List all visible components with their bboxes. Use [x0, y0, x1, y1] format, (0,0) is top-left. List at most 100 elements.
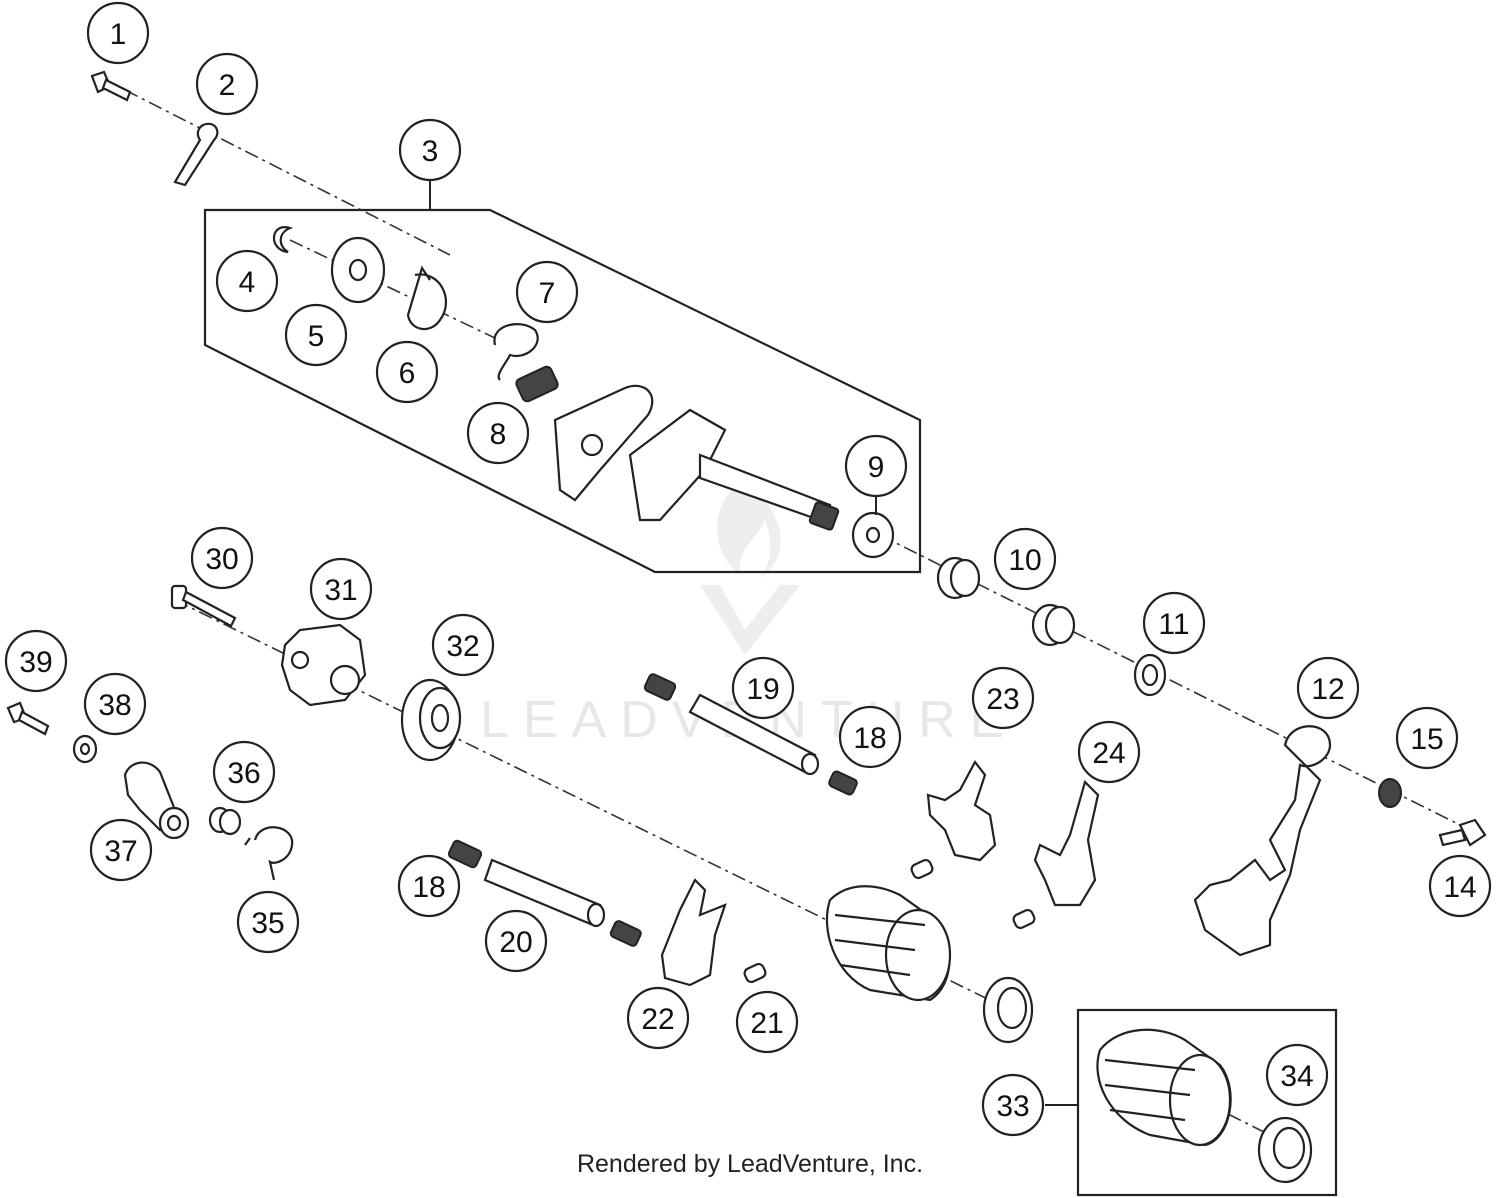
callout-9: 9: [844, 434, 908, 498]
callouts: 1 2 3 4 5 6 7 8 9 10 11 12 15 14 30 31 3…: [4, 1, 1492, 1137]
svg-text:20: 20: [499, 926, 532, 959]
callout-23: 23: [971, 666, 1035, 730]
svg-text:4: 4: [239, 266, 256, 299]
callout-11: 11: [1142, 591, 1206, 655]
svg-text:11: 11: [1158, 608, 1189, 641]
svg-text:18: 18: [853, 722, 886, 755]
callout-32: 32: [431, 613, 495, 677]
part-10-bushing-a: [936, 556, 981, 600]
part-24-fork: [1033, 779, 1100, 907]
svg-text:7: 7: [539, 277, 556, 310]
part-14-bolt: [1438, 818, 1487, 847]
svg-text:19: 19: [746, 673, 779, 706]
credit-text: Rendered by LeadVenture, Inc.: [576, 1150, 924, 1178]
callout-34: 34: [1265, 1043, 1329, 1107]
callout-12: 12: [1296, 656, 1360, 720]
part-39-bolt: [6, 701, 50, 736]
callout-30: 30: [190, 526, 254, 590]
svg-text:3: 3: [422, 135, 439, 168]
part-34-bearing: [1257, 1116, 1313, 1184]
part-2-lever: [173, 122, 219, 187]
svg-text:37: 37: [104, 835, 137, 868]
part-4-circlip: [272, 226, 294, 254]
svg-text:34: 34: [1280, 1060, 1313, 1093]
svg-text:22: 22: [641, 1003, 674, 1036]
callout-22: 22: [626, 986, 690, 1050]
callout-5: 5: [284, 303, 348, 367]
shift-drum: [825, 885, 952, 1002]
svg-text:39: 39: [19, 646, 52, 679]
svg-text:10: 10: [1008, 544, 1041, 577]
svg-text:32: 32: [446, 630, 479, 663]
svg-text:14: 14: [1443, 871, 1476, 904]
svg-text:21: 21: [750, 1007, 783, 1040]
part-33-drum: [1096, 1028, 1232, 1147]
part-15-washer: [1378, 778, 1402, 808]
part-35-spring: [244, 826, 294, 881]
callout-1: 1: [86, 1, 150, 65]
drum-bearing: [982, 976, 1034, 1044]
assembly-frame-3: [203, 208, 922, 574]
svg-text:38: 38: [98, 689, 131, 722]
callout-14: 14: [1428, 854, 1492, 918]
svg-text:36: 36: [227, 757, 260, 790]
part-10-bushing-b: [1031, 603, 1076, 647]
assembly-frame-33: [1076, 1008, 1338, 1197]
callout-24: 24: [1077, 720, 1141, 784]
part-18-coil-b: [828, 770, 858, 796]
part-32-bearing: [400, 678, 462, 762]
part-12-shift-pedal: [1193, 725, 1332, 957]
svg-text:35: 35: [251, 907, 284, 940]
part-19-rod: [688, 693, 820, 776]
svg-text:24: 24: [1092, 737, 1125, 770]
callout-18-a: 18: [838, 705, 902, 769]
svg-text:12: 12: [1311, 673, 1344, 706]
part-20-rod: [483, 858, 606, 928]
pin-23: [910, 858, 934, 880]
part-36-bushing: [208, 806, 242, 836]
svg-text:18: 18: [412, 871, 445, 904]
part-1-bolt: [90, 70, 132, 102]
callout-18-b: 18: [397, 854, 461, 918]
svg-text:23: 23: [986, 683, 1019, 716]
pin-24: [1012, 908, 1036, 930]
part-11-seal: [1133, 653, 1167, 697]
part-5-washer: [330, 236, 386, 304]
svg-text:30: 30: [205, 543, 238, 576]
svg-text:33: 33: [996, 1090, 1029, 1123]
callout-39: 39: [4, 629, 68, 693]
svg-text:6: 6: [399, 357, 416, 390]
shaft-axis-upper: [124, 89, 451, 256]
callout-8: 8: [466, 401, 530, 465]
part-31-star-cam: [280, 623, 367, 707]
part-9-washer: [851, 511, 895, 559]
svg-text:31: 31: [324, 574, 357, 607]
callout-6: 6: [375, 340, 439, 404]
callout-35: 35: [236, 890, 300, 954]
part-8-coil: [515, 365, 559, 403]
callout-3: 3: [398, 118, 462, 182]
svg-text:2: 2: [219, 69, 236, 102]
part-18-coil-a: [643, 673, 677, 701]
svg-text:9: 9: [868, 451, 885, 484]
shift-shaft-assembly: [553, 384, 840, 531]
svg-text:15: 15: [1410, 723, 1443, 756]
callout-10: 10: [993, 527, 1057, 591]
part-22-fork: [660, 878, 727, 987]
callout-33: 33: [981, 1073, 1045, 1137]
part-18-coil-d: [609, 920, 642, 947]
svg-text:8: 8: [490, 418, 507, 451]
callout-21: 21: [735, 990, 799, 1054]
drum-insert-axis: [1179, 1089, 1271, 1136]
callout-15: 15: [1395, 706, 1459, 770]
part-21-pin: [743, 962, 767, 984]
callout-38: 38: [83, 672, 147, 736]
callout-36: 36: [212, 740, 276, 804]
part-7-spring: [493, 323, 539, 381]
shaft-axis-inner: [289, 239, 521, 351]
part-30-bolt: [170, 584, 237, 628]
svg-text:5: 5: [308, 320, 325, 353]
callout-19: 19: [731, 656, 795, 720]
callout-37: 37: [89, 818, 153, 882]
